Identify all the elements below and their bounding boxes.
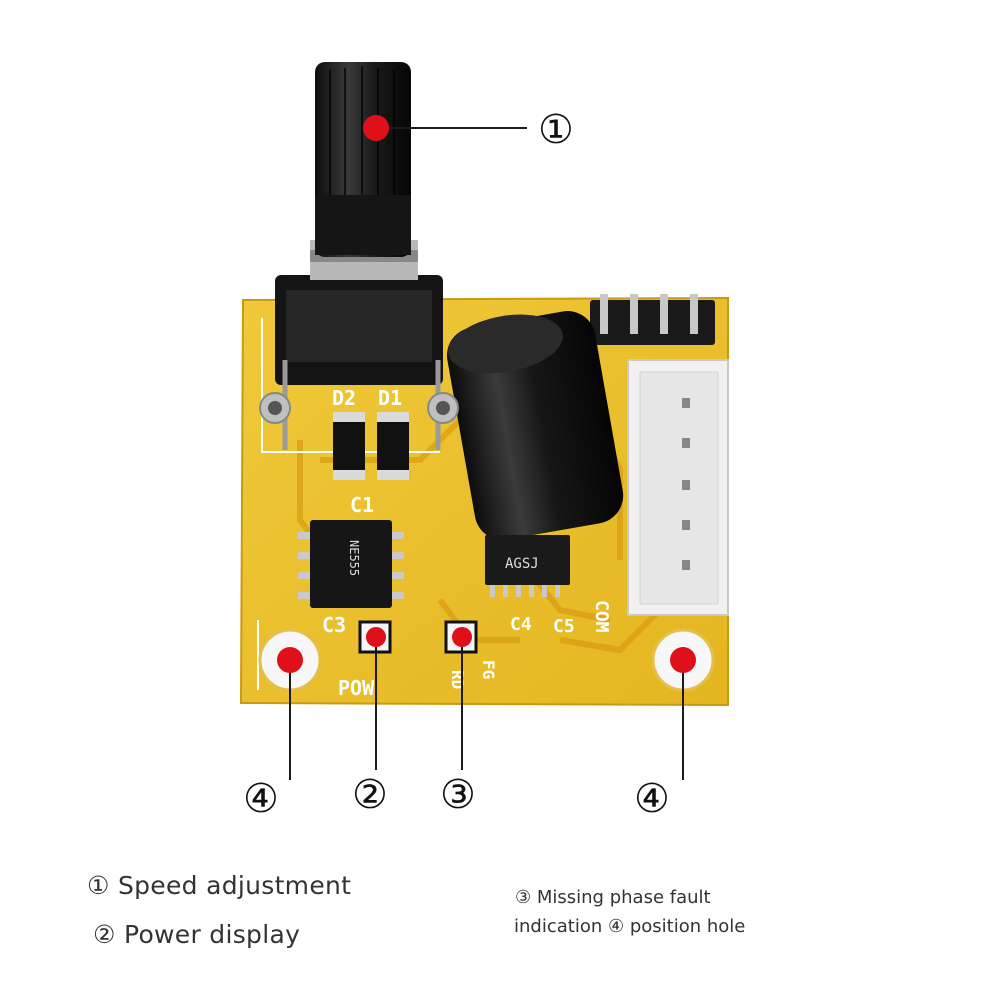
callout-1: ① (538, 107, 574, 153)
marker-dot-4a (277, 647, 303, 673)
silk-d1: D1 (378, 386, 402, 410)
pot-mount-screws (259, 392, 459, 424)
silk-c3: C3 (322, 613, 346, 637)
silk-c4: C4 (510, 614, 532, 635)
marker-dot-3 (452, 627, 472, 647)
silk-fg: FG (479, 660, 498, 679)
electrolytic-capacitor (446, 311, 624, 540)
silk-c5: C5 (553, 616, 575, 637)
caption-missing-phase: ③ Missing phase fault (515, 887, 711, 908)
callout-4-right: ④ (634, 776, 670, 822)
caption-power-display: ② Power display (93, 920, 301, 949)
silk-com: COM (591, 600, 612, 633)
silk-c1: C1 (350, 493, 374, 517)
marker-dot-1 (363, 115, 389, 141)
pin-header (590, 294, 715, 345)
caption-position-hole: indication ④ position hole (514, 916, 746, 937)
silk-d2: D2 (332, 386, 356, 410)
caption-speed-adjustment: ① Speed adjustment (87, 871, 352, 900)
motor-connector (627, 359, 729, 616)
callout-3: ③ (440, 772, 476, 818)
driver-chip (485, 535, 570, 597)
marker-dot-2 (366, 627, 386, 647)
marker-dots (277, 115, 696, 673)
chip-driver-label: AGSJ (505, 556, 539, 572)
callout-4-left: ④ (243, 776, 279, 822)
marker-dot-4b (670, 647, 696, 673)
speed-knob (315, 62, 411, 257)
chip-main-label: NE555 (347, 540, 361, 576)
silk-rd: RD (448, 670, 467, 689)
diodes (333, 412, 409, 480)
silk-pow: POW (338, 676, 375, 700)
silk-model: ZS-X9B (156, 540, 197, 670)
leader-lines (289, 127, 684, 780)
ne555-chip (298, 520, 404, 608)
callout-2: ② (352, 772, 388, 818)
